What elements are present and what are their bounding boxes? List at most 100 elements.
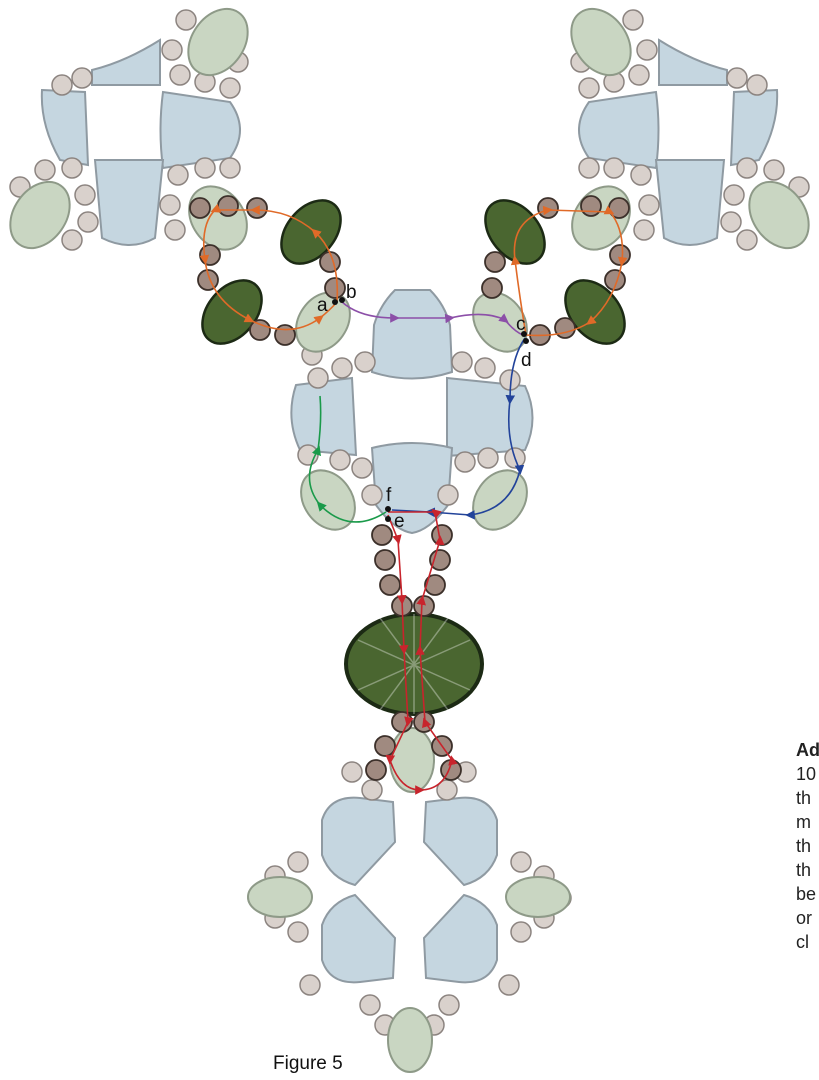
round-bead: [485, 252, 505, 272]
round-bead: [432, 525, 452, 545]
seed-bead: [455, 452, 475, 472]
tile: [659, 40, 727, 85]
round-bead: [375, 736, 395, 756]
seed-bead: [764, 160, 784, 180]
seed-bead: [724, 185, 744, 205]
figure-caption: Figure 5: [273, 1053, 343, 1075]
seed-bead: [352, 458, 372, 478]
seed-bead: [362, 485, 382, 505]
seed-bead: [168, 165, 188, 185]
seed-bead: [332, 358, 352, 378]
light-crystal: [506, 877, 570, 917]
seed-bead: [511, 922, 531, 942]
side-text-line: th: [796, 786, 819, 810]
seed-bead: [220, 158, 240, 178]
seed-bead: [639, 195, 659, 215]
seed-bead: [499, 975, 519, 995]
side-text-line: or: [796, 906, 819, 930]
side-text-fragment: Ad 10 th m th th be or cl: [796, 738, 819, 954]
round-bead: [275, 325, 295, 345]
seed-bead: [308, 368, 328, 388]
seed-bead: [475, 358, 495, 378]
seed-bead: [165, 220, 185, 240]
seed-bead: [631, 165, 651, 185]
point-dot-f: [385, 506, 391, 512]
seed-bead: [721, 212, 741, 232]
round-bead: [482, 278, 502, 298]
light-crystal: [390, 728, 434, 792]
tile: [424, 895, 497, 982]
round-bead: [200, 245, 220, 265]
tile: [447, 378, 533, 456]
side-text-line: th: [796, 834, 819, 858]
side-text-line: m: [796, 810, 819, 834]
seed-bead: [62, 158, 82, 178]
seed-bead: [220, 78, 240, 98]
point-label-d: d: [521, 350, 532, 371]
round-bead: [190, 198, 210, 218]
point-label-f: f: [386, 485, 392, 506]
light-crystal: [248, 877, 312, 917]
tile: [731, 90, 777, 165]
round-bead: [247, 198, 267, 218]
round-bead: [610, 245, 630, 265]
seed-bead: [579, 78, 599, 98]
seed-bead: [629, 65, 649, 85]
side-text-line: th: [796, 858, 819, 882]
round-bead: [366, 760, 386, 780]
light-crystal: [462, 460, 538, 540]
seed-bead: [604, 158, 624, 178]
point-label-c: c: [516, 314, 526, 335]
tile: [372, 290, 452, 379]
seed-bead: [634, 220, 654, 240]
side-text-line: 10: [796, 762, 819, 786]
seed-bead: [623, 10, 643, 30]
seed-bead: [452, 352, 472, 372]
seed-bead: [737, 158, 757, 178]
round-bead: [325, 278, 345, 298]
seed-bead: [355, 352, 375, 372]
tile: [579, 92, 659, 168]
seed-bead: [330, 450, 350, 470]
round-bead: [430, 550, 450, 570]
side-text-line: be: [796, 882, 819, 906]
seed-bead: [78, 212, 98, 232]
seed-bead: [170, 65, 190, 85]
round-bead: [555, 318, 575, 338]
round-bead: [392, 712, 412, 732]
point-dot-d: [523, 338, 529, 344]
tile: [322, 895, 395, 982]
tile: [424, 798, 497, 885]
seed-bead: [288, 852, 308, 872]
seed-bead: [637, 40, 657, 60]
round-bead: [250, 320, 270, 340]
light-crystal: [560, 175, 642, 261]
seed-bead: [75, 185, 95, 205]
tile: [95, 160, 163, 245]
seed-bead: [439, 995, 459, 1015]
tile: [656, 160, 724, 245]
seed-bead: [62, 230, 82, 250]
tile: [161, 92, 241, 168]
side-text-line: cl: [796, 930, 819, 954]
seed-bead: [438, 485, 458, 505]
seed-bead: [727, 68, 747, 88]
seed-bead: [195, 158, 215, 178]
point-dot-e: [385, 516, 391, 522]
seed-bead: [288, 922, 308, 942]
seed-bead: [747, 75, 767, 95]
point-dot-b: [339, 297, 345, 303]
round-bead: [538, 198, 558, 218]
seed-bead: [511, 852, 531, 872]
round-bead: [375, 550, 395, 570]
round-bead: [380, 575, 400, 595]
seed-bead: [52, 75, 72, 95]
seed-bead: [342, 762, 362, 782]
tile: [92, 40, 160, 85]
light-crystal: [388, 1008, 432, 1072]
round-bead: [218, 196, 238, 216]
seed-bead: [478, 448, 498, 468]
round-bead: [414, 596, 434, 616]
seed-bead: [737, 230, 757, 250]
